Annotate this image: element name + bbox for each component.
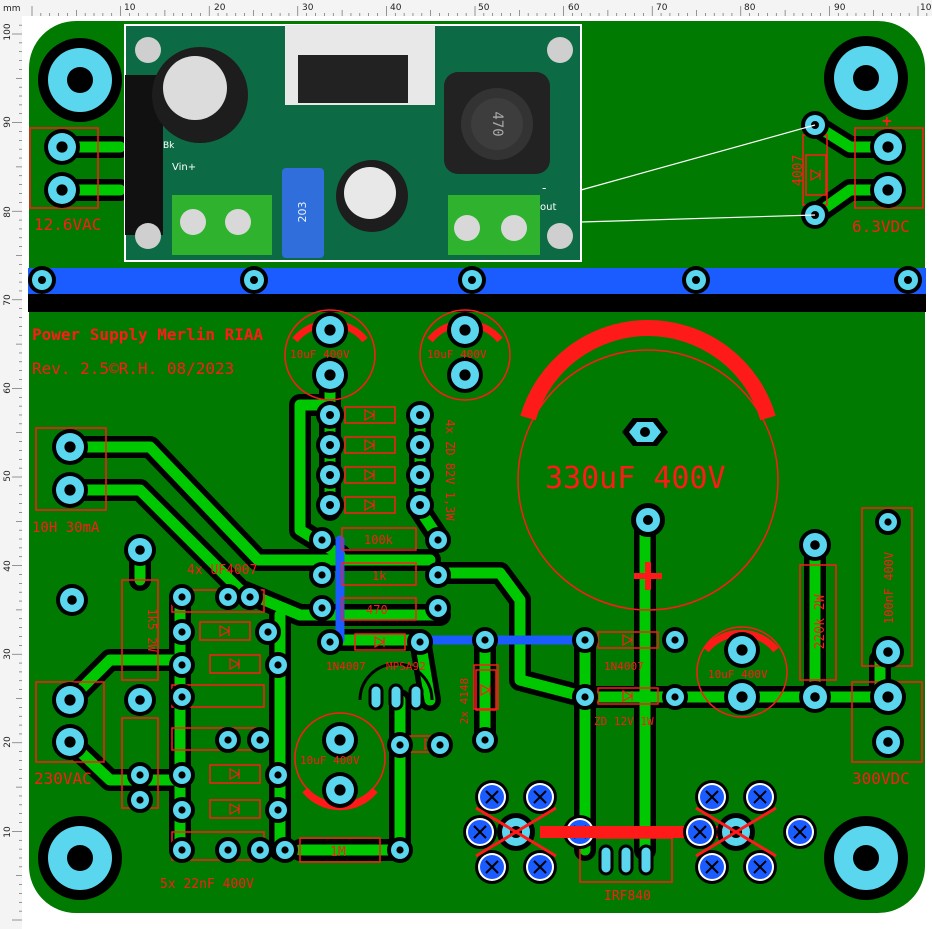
- left-ruler-tick-label: 50: [3, 470, 13, 482]
- top-ruler-tick-label: 10: [920, 3, 932, 13]
- top-ruler-tick-label: 20: [214, 3, 226, 13]
- svg-text:Bk: Bk: [163, 141, 175, 151]
- ruler-unit-label: mm: [3, 4, 21, 14]
- left-ruler-tick-label: 100: [3, 23, 13, 40]
- r-1m-label: 1M: [330, 845, 346, 860]
- ground-bar: [28, 294, 926, 312]
- svg-text:out: out: [540, 202, 556, 213]
- choke-label: 10H 30mA: [32, 520, 100, 536]
- left-ruler-tick-label: 80: [3, 206, 13, 218]
- big-cap-polarity-arc: [520, 320, 776, 421]
- transistor-pad: [368, 683, 384, 711]
- label-4007: 4007: [791, 155, 806, 186]
- diode: [597, 687, 659, 705]
- svg-text:Vin+: Vin+: [172, 162, 196, 173]
- diode: [805, 154, 827, 196]
- diode: [209, 799, 261, 819]
- top-ruler-tick-label: 60: [568, 3, 580, 13]
- diode: [354, 633, 406, 651]
- top-ruler-ticks: 10 20 30 40 50 60 70 80 90 10: [31, 3, 932, 16]
- top-ruler-tick-label: 30: [302, 3, 314, 13]
- label-6-3vdc: 6.3VDC: [852, 217, 910, 236]
- top-ruler-tick-label: 10: [124, 3, 136, 13]
- diode: [199, 621, 251, 641]
- diode: [344, 496, 396, 514]
- diodes-4x-label: 4x UF4007: [187, 563, 257, 578]
- q-mpsa92-label: MPSA92: [386, 660, 426, 673]
- zd-12v-label: ZD 12V 1W: [594, 715, 654, 728]
- left-ruler-tick-label: 20: [3, 736, 13, 748]
- svg-text:203: 203: [296, 202, 309, 223]
- top-ruler-tick-label: 90: [834, 3, 846, 13]
- top-ruler-tick-label: 40: [390, 3, 402, 13]
- plus-mark-top: +: [882, 111, 892, 130]
- left-ruler-ticks: 100 90 80 70 60 50 40 30 20 10: [3, 23, 22, 921]
- diode: [475, 669, 497, 711]
- silkscreen: [29, 127, 924, 883]
- diode: [344, 466, 396, 484]
- r-1k5-label: 1k5 2W: [145, 608, 159, 652]
- mosfet-heatsink-pads: [463, 780, 817, 884]
- svg-text:470: 470: [489, 111, 505, 136]
- transistor-pad: [408, 683, 424, 711]
- mosfet-pad: [638, 844, 654, 876]
- d-2x4148-label: 2x 4148: [458, 678, 471, 724]
- mounting-holes: [38, 36, 908, 900]
- r-220k-label: 220k 2W: [813, 594, 828, 649]
- title-line-1: Power Supply Merlin RIAA: [32, 325, 264, 344]
- mosfet-pad: [618, 844, 634, 876]
- svg-text:-: -: [542, 181, 546, 195]
- d-1n4007-b-label: 1N4007: [604, 660, 644, 673]
- big-cap-label: 330uF 400V: [545, 461, 726, 496]
- diode: [209, 654, 261, 674]
- blue-jumpers: [335, 535, 590, 645]
- diode: [344, 406, 396, 424]
- r-100k-label: 100k: [364, 533, 394, 547]
- dc-module-photo: 470 203 Vin+ out - Bk: [124, 24, 816, 262]
- top-ruler-tick-label: 80: [744, 3, 756, 13]
- r-1k-label: 1k: [372, 569, 387, 583]
- mosfet-pad: [598, 844, 614, 876]
- transistor-pad: [388, 683, 404, 711]
- left-ruler-tick-label: 10: [3, 826, 13, 838]
- cap-10uf-label-a: 10uF 400V: [290, 348, 350, 361]
- top-ruler: [0, 0, 932, 16]
- left-ruler-tick-label: 90: [3, 116, 13, 128]
- cap-10uf-label-b: 10uF 400V: [427, 348, 487, 361]
- left-ruler-tick-label: 40: [3, 560, 13, 572]
- zener-stack-label: 4x ZD 82V 1,3W: [443, 419, 457, 521]
- mosfet-label: IRF840: [604, 889, 651, 904]
- title-line-2: Rev. 2.5©R.H. 08/2023: [32, 359, 234, 378]
- label-12-6vac: 12.6VAC: [34, 215, 101, 234]
- r-470-label: 470: [366, 603, 388, 617]
- caps-5x-label: 5x 22nF 400V: [160, 877, 254, 892]
- cap-100nf-label: 100nF 400V: [882, 552, 896, 624]
- left-ruler: [0, 0, 22, 929]
- left-ruler-tick-label: 70: [3, 294, 13, 306]
- top-ruler-tick-label: 70: [656, 3, 668, 13]
- label-230vac: 230VAC: [34, 769, 92, 788]
- pads[interactable]: [28, 111, 922, 876]
- diode: [344, 436, 396, 454]
- cap-10uf-label-c: 10uF 400V: [300, 754, 360, 767]
- diode: [209, 764, 261, 784]
- d-1n4007-a-label: 1N4007: [326, 660, 366, 673]
- top-ruler-tick-label: 50: [478, 3, 490, 13]
- cap-10uf-label-d: 10uF 400V: [708, 668, 768, 681]
- left-ruler-tick-label: 60: [3, 382, 13, 394]
- big-cap-pads: [622, 418, 668, 590]
- left-ruler-tick-label: 30: [3, 648, 13, 660]
- label-300vdc: 300VDC: [852, 769, 910, 788]
